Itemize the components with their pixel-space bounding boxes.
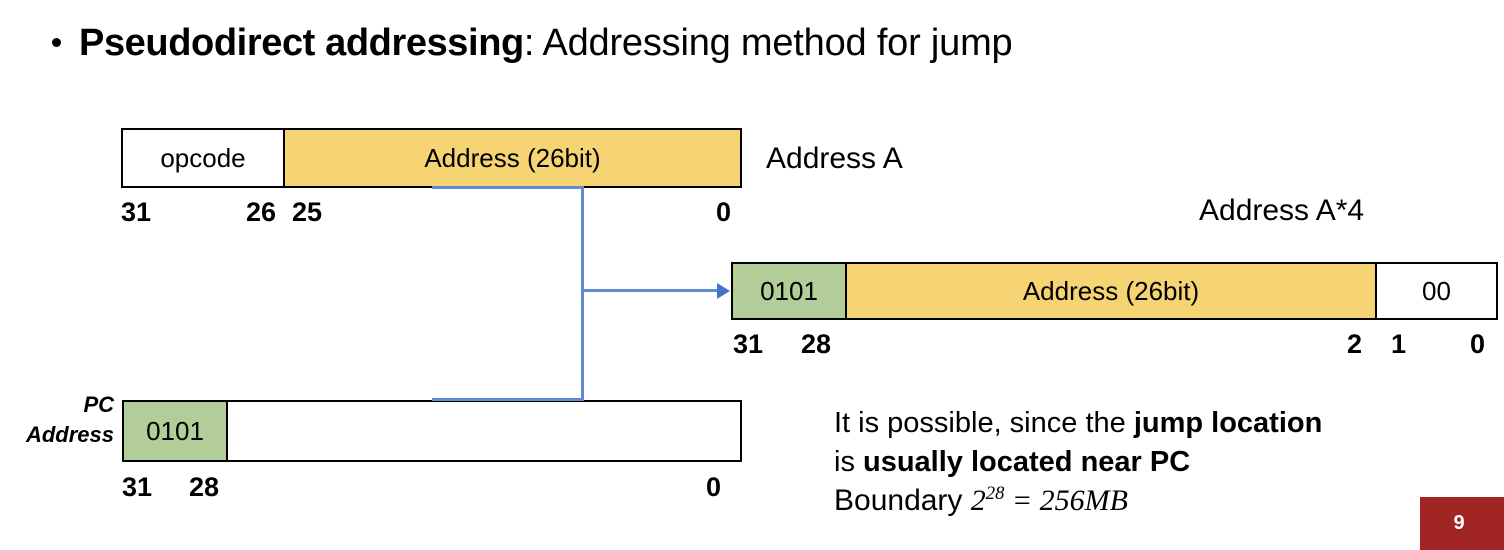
segment-zero-zero: 00 [1377, 264, 1496, 318]
instruction-word-box: opcode Address (26bit) [121, 128, 742, 188]
target-word-box: 0101 Address (26bit) 00 [731, 262, 1498, 320]
note-line-1-bold: jump location [1133, 407, 1323, 439]
segment-pc-0101: 0101 [124, 402, 228, 460]
slide-number-badge: 9 [1420, 497, 1504, 550]
connector-instruction-to-junction [432, 186, 584, 189]
explanation-note: It is possible, since the jump location … [834, 404, 1322, 521]
bit-label-25-instruction: 25 [292, 197, 323, 227]
connector-junction-to-target [581, 289, 717, 292]
note-boundary-value: 256MB [1039, 484, 1128, 518]
note-equals-sign: = [1004, 484, 1040, 518]
bit-label-31-pc: 31 [122, 472, 153, 502]
bit-label-31-target: 31 [733, 329, 764, 359]
note-line-2: is usually located near PC [834, 443, 1322, 482]
arrowhead-icon [717, 283, 730, 299]
pc-address-label-line2: Address [25, 421, 114, 447]
note-line-2-bold: usually located near PC [863, 445, 1191, 478]
bit-label-2-target: 2 [1347, 329, 1363, 359]
bullet-icon [52, 38, 61, 47]
note-line-2-plain: is [834, 445, 863, 478]
bit-label-28-target: 28 [801, 329, 832, 359]
bit-label-28-pc: 28 [189, 472, 220, 502]
segment-address-26bit-shifted: Address (26bit) [847, 264, 1377, 318]
segment-address-26bit: Address (26bit) [285, 130, 740, 186]
pc-address-label-line1: PC [83, 392, 114, 417]
caption-address-a: Address A [766, 142, 903, 175]
bit-label-1-target: 1 [1391, 329, 1407, 359]
note-line-1: It is possible, since the jump location [834, 404, 1322, 443]
pc-address-label: PC Address [0, 390, 114, 449]
connector-vertical-trunk [581, 186, 584, 401]
title-description: : Addressing method for jump [523, 22, 1013, 64]
bit-label-0-instruction: 0 [716, 197, 732, 227]
bit-label-26-instruction: 26 [246, 197, 277, 227]
note-line-1-plain: It is possible, since the [834, 407, 1134, 439]
page-title: Pseudodirect addressing : Addressing met… [52, 22, 1013, 65]
note-power-exponent: 28 [985, 483, 1005, 505]
segment-pc-remaining [228, 402, 740, 460]
bit-label-0-pc: 0 [706, 472, 722, 502]
note-boundary-word: Boundary [834, 484, 971, 518]
pc-address-box: 0101 [122, 400, 742, 462]
note-power-base: 2 [970, 484, 986, 518]
caption-address-a-times-4: Address A*4 [1199, 194, 1365, 227]
connector-junction-to-pc [432, 398, 584, 401]
title-term: Pseudodirect addressing [79, 22, 524, 64]
bit-label-0-target: 0 [1470, 329, 1486, 359]
segment-pc-high-bits: 0101 [733, 264, 847, 318]
segment-opcode: opcode [123, 130, 285, 186]
bit-label-31-instruction: 31 [121, 197, 152, 227]
note-line-3: Boundary 228 = 256MB [834, 481, 1322, 521]
